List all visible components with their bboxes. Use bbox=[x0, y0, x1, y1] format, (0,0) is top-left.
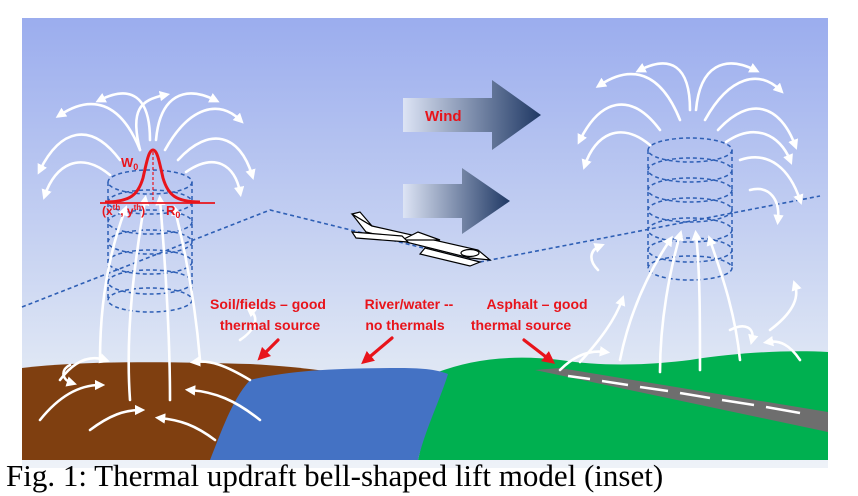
runway bbox=[535, 368, 828, 432]
right-thermal-airflow-arrows bbox=[558, 62, 804, 374]
pointer-arrows bbox=[257, 336, 556, 365]
soil-label-line2: thermal source bbox=[220, 317, 321, 333]
lift-profile-inset bbox=[100, 148, 215, 204]
lift-profile-curve bbox=[104, 148, 201, 204]
soil-pointer-arrow bbox=[257, 338, 280, 361]
grass-field bbox=[418, 351, 828, 460]
glider-icon bbox=[350, 211, 492, 267]
asphalt-pointer-arrow bbox=[522, 338, 556, 364]
wind-arrow-upper bbox=[403, 80, 541, 150]
river-label-line2: no thermals bbox=[365, 317, 445, 333]
center-coordinate-label: (xth, yth) bbox=[102, 203, 145, 218]
wind-label: Wind bbox=[425, 108, 462, 125]
asphalt-label-line2: thermal source bbox=[471, 317, 572, 333]
river bbox=[210, 368, 448, 460]
flight-path bbox=[21, 195, 821, 308]
runway-markings bbox=[567, 374, 801, 415]
soil-label-line1: Soil/fields – good bbox=[210, 296, 326, 312]
asphalt-label-line1: Asphalt – good bbox=[486, 296, 587, 312]
r0-label: R0 bbox=[166, 203, 180, 220]
right-thermal-core bbox=[647, 137, 733, 281]
river-pointer-arrow bbox=[361, 336, 394, 365]
w0-label: W0 bbox=[121, 155, 138, 172]
left-thermal-airflow-arrows bbox=[37, 90, 262, 442]
river-label-line1: River/water -- bbox=[365, 296, 454, 312]
wind-arrow-lower bbox=[403, 168, 510, 234]
wind-arrows bbox=[403, 80, 541, 234]
figure-caption: Fig. 1: Thermal updraft bell-shaped lift… bbox=[6, 458, 664, 493]
